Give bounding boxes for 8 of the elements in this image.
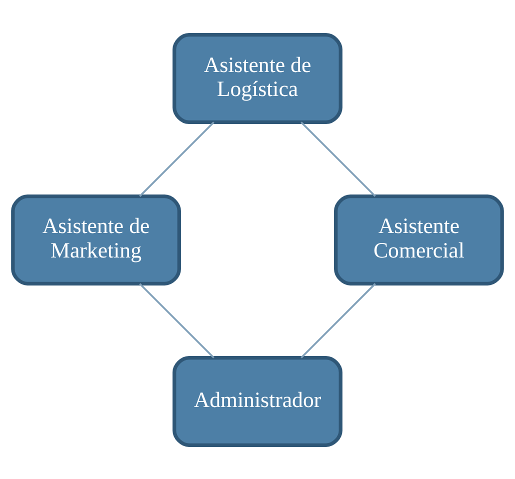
- connector: [300, 282, 376, 358]
- connector: [139, 121, 214, 196]
- connector: [139, 282, 214, 358]
- connector: [300, 121, 376, 196]
- node-box: Asistente de Marketing: [11, 194, 181, 285]
- node-box: Asistente de Logística: [172, 32, 342, 124]
- node-box: Administrador: [172, 355, 342, 446]
- node-box: Asistente Comercial: [334, 194, 504, 285]
